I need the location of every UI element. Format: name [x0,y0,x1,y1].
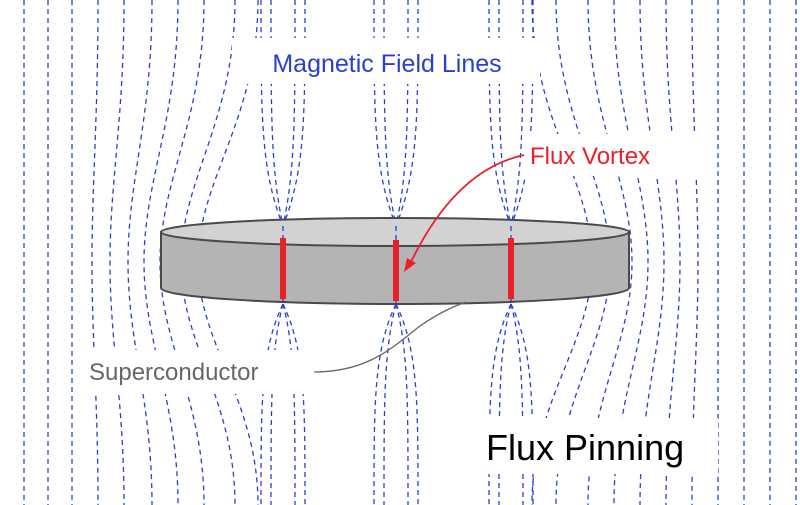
vortex-in-3-3 [510,0,524,227]
field-line-right-4 [613,0,649,505]
flux-vortex-3 [508,238,514,299]
vortex-in-1-3 [282,0,296,227]
field-line-left-7 [127,0,153,505]
vortex-label-backing [522,134,700,176]
vortex-out-2-4 [395,303,419,505]
flux-vortex-1 [280,238,286,299]
vortex-out-1-3 [282,303,296,505]
vortex-in-2-4 [395,0,419,227]
field-line-right-7 [691,0,699,505]
vortex-in-2-2 [383,0,397,227]
field-line-left-6 [109,0,125,505]
field-line-left-8 [143,0,179,505]
vortex-out-3-3 [510,303,524,505]
superconductor-label: Superconductor [89,359,258,386]
vortex-out-3-2 [498,303,512,505]
vortex-out-3-1 [488,303,512,505]
vortex-in-1-1 [260,0,284,227]
vortex-label: Flux Vortex [530,143,650,170]
field-lines-label: Magnetic Field Lines [272,50,501,78]
vortex-in-1-2 [270,0,284,227]
superconductor-leader-line [313,301,467,373]
field-line-left-9 [159,0,205,505]
vortex-arrowhead [404,258,416,272]
diagram-title: Flux Pinning [486,427,684,468]
vortex-in-3-2 [498,0,512,227]
field-line-right-5 [639,0,665,505]
vortex-in-1-4 [282,0,306,227]
vortex-in-3-1 [488,0,512,227]
vortex-out-2-3 [395,303,409,505]
vortex-out-2-1 [373,303,397,505]
field-label-backing [232,38,540,84]
vortex-out-2-2 [383,303,397,505]
vortex-in-2-3 [395,0,409,227]
vortex-out-1-2 [270,303,284,505]
field-line-left-5 [91,0,99,505]
superconductor-label-backing [82,350,312,394]
field-line-right-6 [665,0,681,505]
vortex-out-3-4 [510,303,534,505]
flux-vortices [280,238,514,301]
flux-vortex-2 [393,240,399,301]
title-backing [468,418,718,474]
vortex-in-2-1 [373,0,397,227]
vortex-arrow [409,154,525,265]
